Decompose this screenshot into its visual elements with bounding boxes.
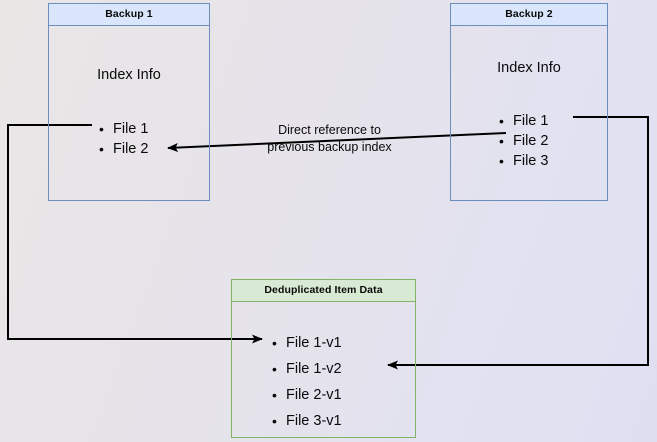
backup2-file-list: File 1 File 2 File 3 bbox=[499, 111, 548, 171]
backup2-box[interactable]: Backup 2 Index Info File 1 File 2 File 3 bbox=[450, 3, 608, 201]
backup1-body: Index Info File 1 File 2 bbox=[49, 26, 209, 200]
annotation-line-2: previous backup index bbox=[267, 139, 392, 154]
backup2-index-label: Index Info bbox=[497, 60, 561, 76]
list-item: File 2-v1 bbox=[272, 382, 342, 408]
edge-backup2-to-backup1 bbox=[167, 132, 507, 153]
backup1-file-list: File 1 File 2 bbox=[99, 119, 148, 159]
list-item: File 1 bbox=[499, 111, 548, 131]
direct-reference-annotation: Direct reference to previous backup inde… bbox=[247, 122, 412, 155]
backup1-box[interactable]: Backup 1 Index Info File 1 File 2 bbox=[48, 3, 210, 201]
annotation-line-1: Direct reference to bbox=[278, 123, 381, 137]
list-item: File 3 bbox=[499, 151, 548, 171]
dedup-item-list: File 1-v1 File 1-v2 File 2-v1 File 3-v1 bbox=[272, 330, 342, 434]
list-item: File 2 bbox=[99, 139, 148, 159]
list-item: File 3-v1 bbox=[272, 408, 342, 434]
edge-backup2-to-dedup bbox=[387, 116, 649, 370]
dedup-header: Deduplicated Item Data bbox=[232, 280, 415, 302]
dedup-box[interactable]: Deduplicated Item Data File 1-v1 File 1-… bbox=[231, 279, 416, 438]
edge-backup1-to-dedup bbox=[7, 124, 263, 344]
list-item: File 1-v1 bbox=[272, 330, 342, 356]
backup1-index-label: Index Info bbox=[97, 67, 161, 83]
backup1-header: Backup 1 bbox=[49, 4, 209, 26]
backup2-body: Index Info File 1 File 2 File 3 bbox=[451, 26, 607, 200]
dedup-body: File 1-v1 File 1-v2 File 2-v1 File 3-v1 bbox=[232, 302, 415, 437]
backup2-header: Backup 2 bbox=[451, 4, 607, 26]
list-item: File 1 bbox=[99, 119, 148, 139]
list-item: File 1-v2 bbox=[272, 356, 342, 382]
list-item: File 2 bbox=[499, 131, 548, 151]
